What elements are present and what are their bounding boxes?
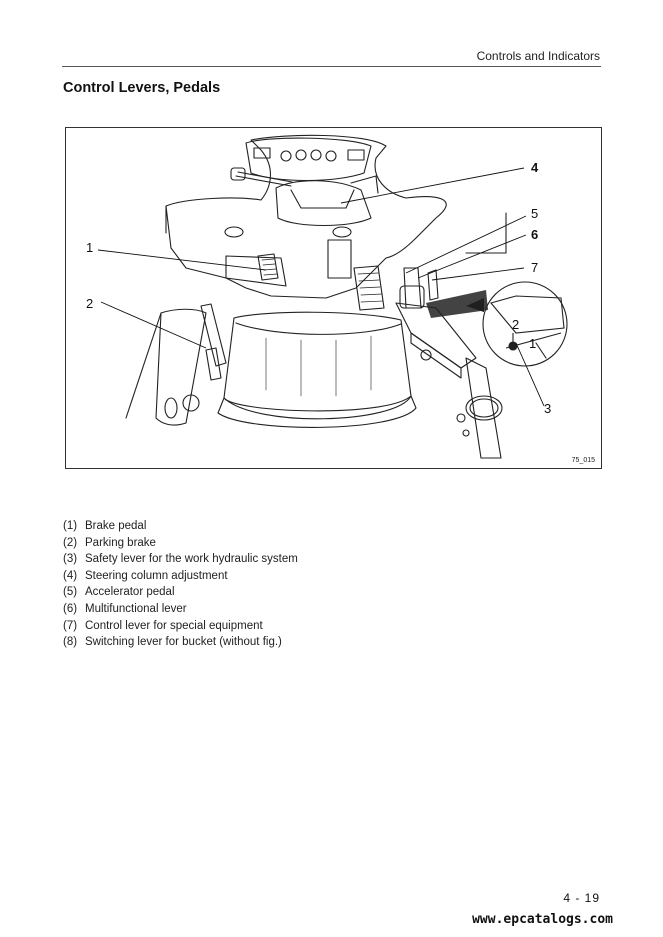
legend-item: (3)Safety lever for the work hydraulic s… bbox=[63, 553, 298, 566]
running-header: Controls and Indicators bbox=[476, 49, 600, 63]
cab-controls-illustration: 1 2 3 4 5 6 7 2 1 bbox=[86, 134, 568, 459]
instrument-cluster bbox=[245, 137, 372, 181]
brake-pedal bbox=[257, 253, 279, 281]
legend-item: (7)Control lever for special equipment bbox=[63, 619, 263, 632]
legend-item: (4)Steering column adjustment bbox=[63, 569, 228, 582]
legend-item: (8)Switching lever for bucket (without f… bbox=[63, 636, 282, 649]
page-title: Control Levers, Pedals bbox=[63, 80, 221, 96]
accelerator-pedal bbox=[353, 265, 385, 311]
legend-item: (1)Brake pedal bbox=[63, 520, 147, 532]
callout-7: 7 bbox=[531, 260, 538, 275]
legend-list: (1)Brake pedal (2)Parking brake (3)Safet… bbox=[63, 518, 298, 651]
callout-4: 4 bbox=[531, 160, 539, 175]
legend-item: (5)Accelerator pedal bbox=[63, 586, 175, 599]
legend-item: (2)Parking brake bbox=[63, 536, 156, 549]
callout-1: 1 bbox=[86, 240, 93, 255]
callout-3: 3 bbox=[544, 401, 551, 416]
callout-2: 2 bbox=[86, 296, 93, 311]
callout-6: 6 bbox=[531, 227, 538, 242]
multifunctional-lever bbox=[403, 267, 422, 309]
header-divider bbox=[62, 66, 601, 67]
callout-5: 5 bbox=[531, 206, 538, 221]
figure-id: 75_015 bbox=[571, 457, 595, 464]
inset-callout-1: 1 bbox=[529, 336, 536, 351]
inset-callout-2: 2 bbox=[512, 317, 519, 332]
page-number: 4 - 19 bbox=[563, 891, 600, 905]
dashboard-outline bbox=[165, 134, 447, 299]
inset-detail-circle bbox=[482, 281, 568, 367]
watermark: www.epcatalogs.com bbox=[472, 912, 613, 927]
parking-brake-lever bbox=[200, 303, 227, 367]
legend-item: (6)Multifunctional lever bbox=[63, 602, 187, 615]
steering-column bbox=[275, 180, 372, 227]
cab-controls-figure: 1 2 3 4 5 6 7 2 1 75_015 bbox=[65, 127, 602, 469]
